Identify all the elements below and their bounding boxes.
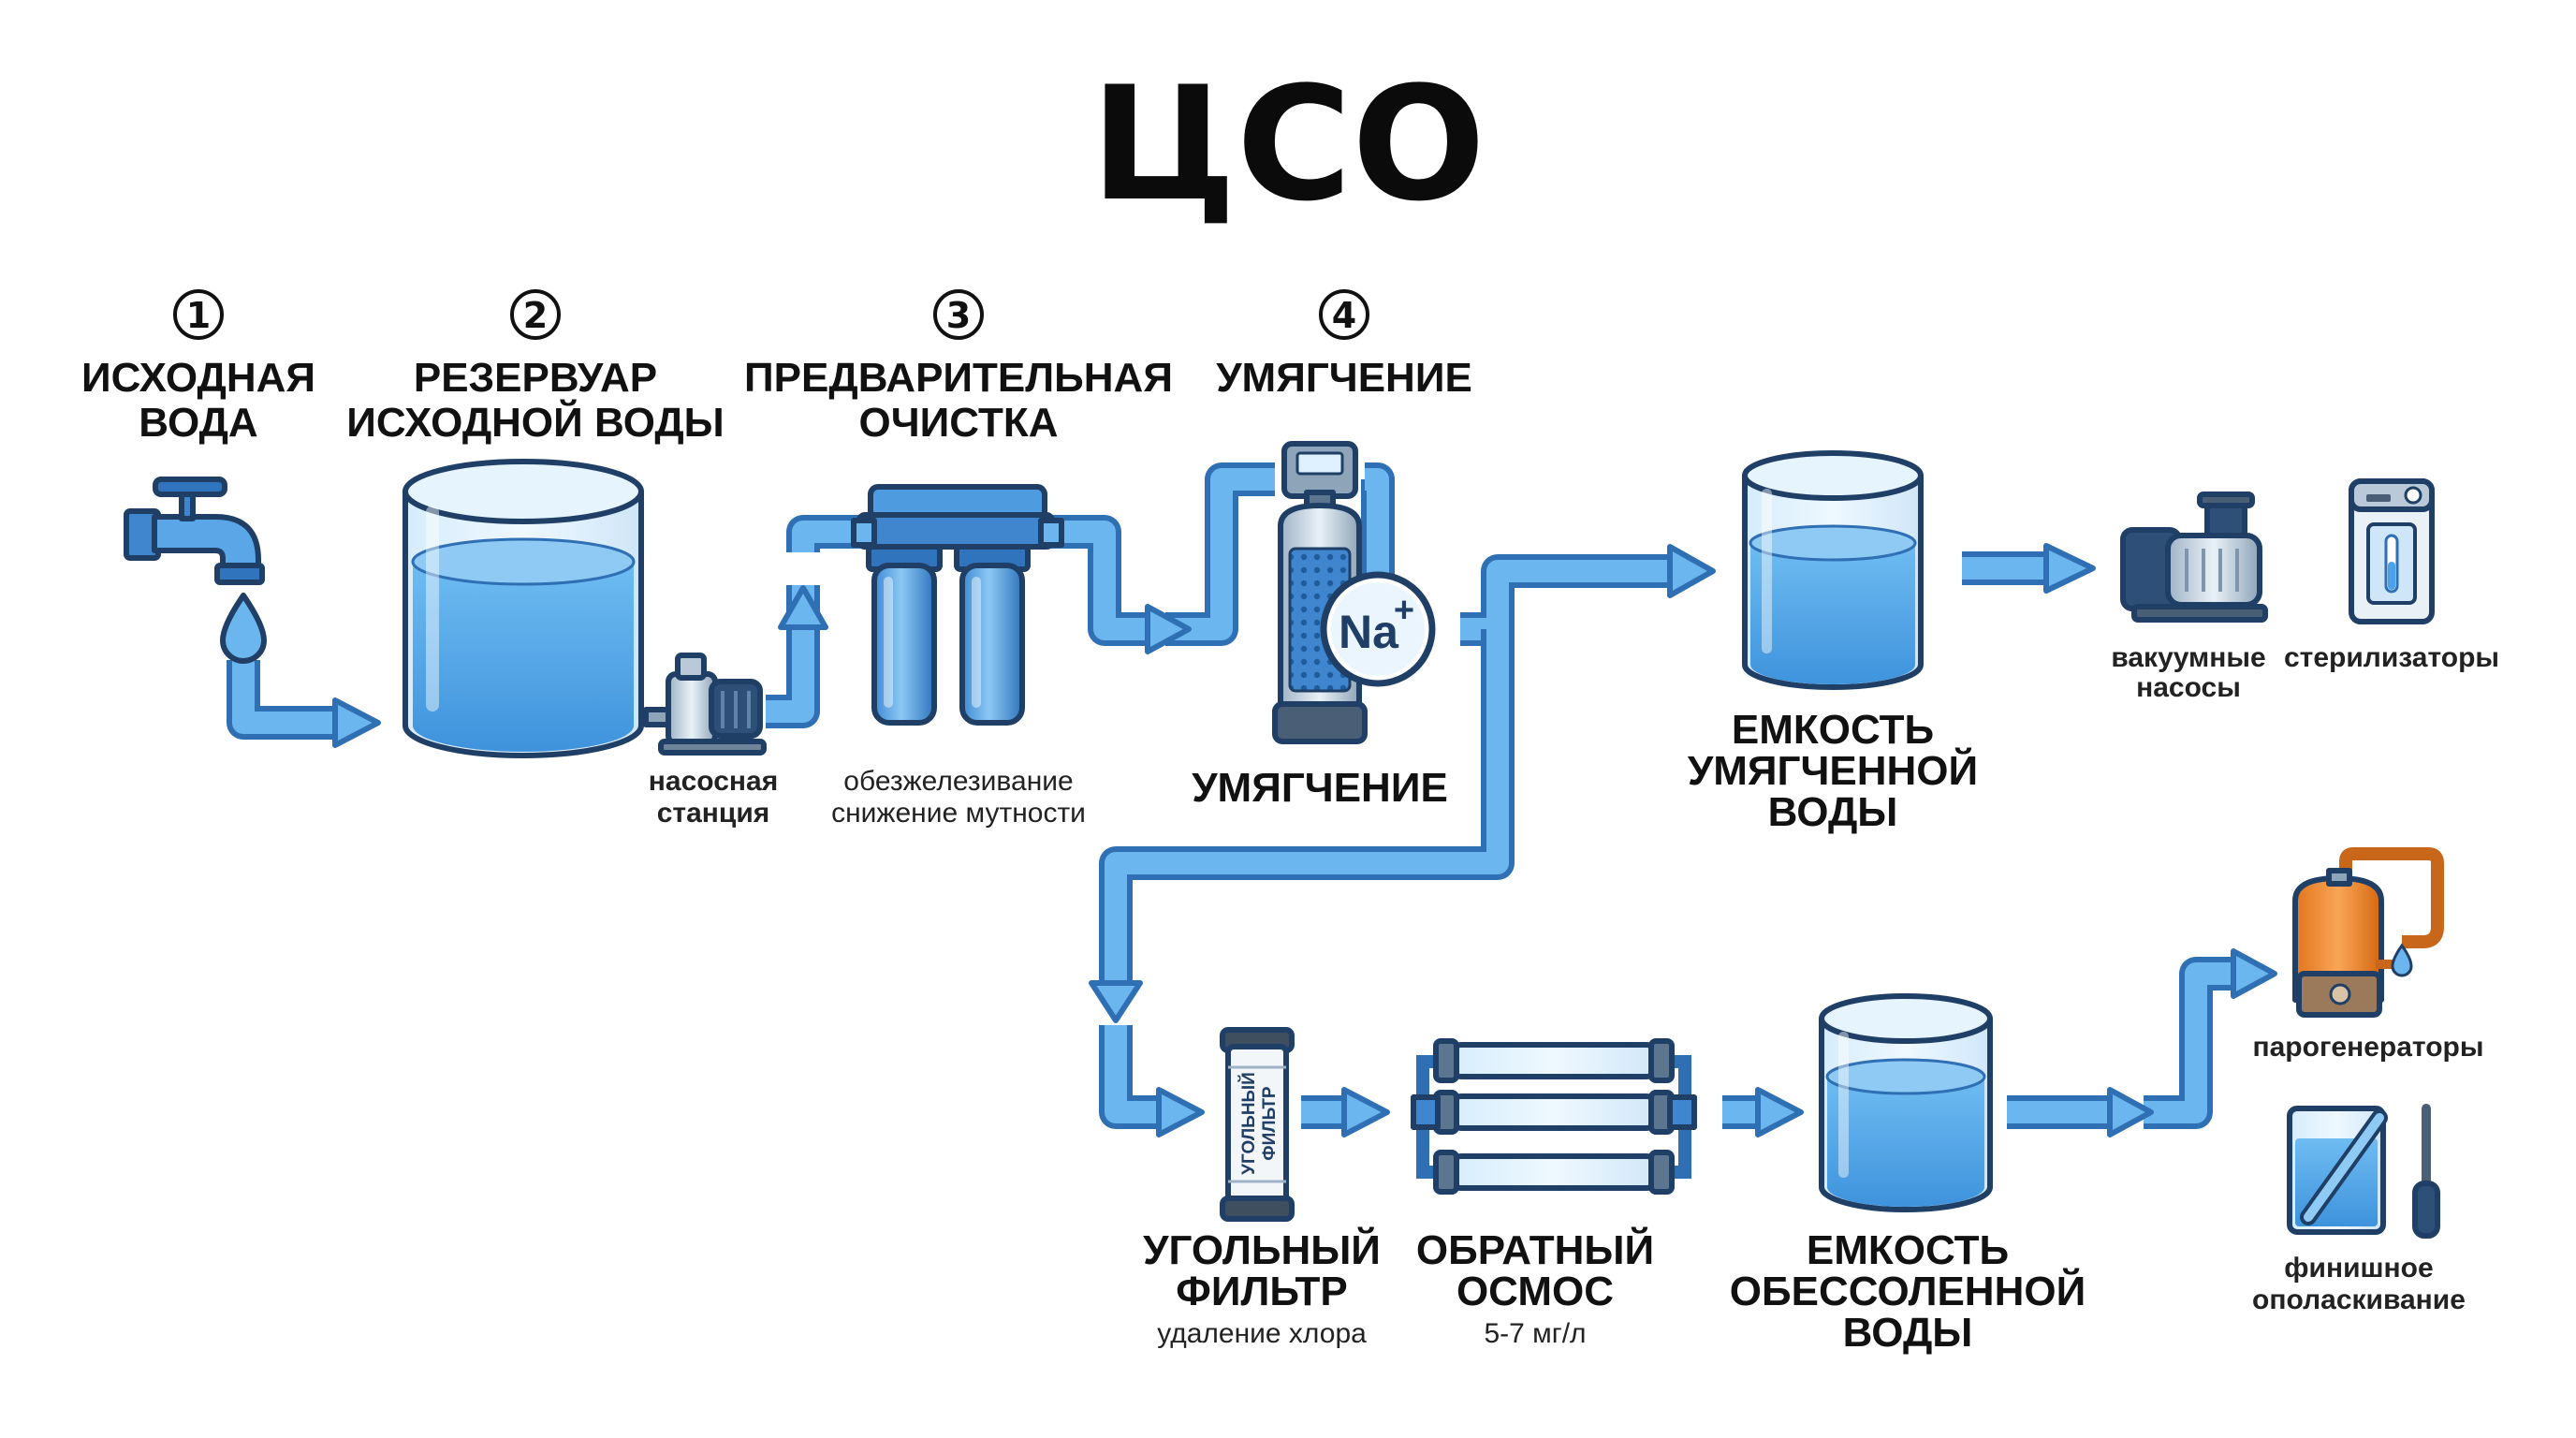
demineralized-water-tank <box>1819 993 1993 1212</box>
page-title: ЦСО <box>1090 52 1486 236</box>
arrow-to-steam-generators <box>2231 948 2277 999</box>
prefilter-desc-line1: обезжелезивание <box>843 766 1073 797</box>
steam-generator-icon <box>2292 847 2444 1018</box>
reverse-osmosis-label-line1: ОБРАТНЫЙ <box>1416 1225 1654 1273</box>
pump-station-label-line1: насосная <box>649 766 778 797</box>
pump-station-label-line2: станция <box>657 798 770 829</box>
final-rinse-icon <box>2287 1104 2440 1239</box>
step-3-title-line1: ПРЕДВАРИТЕЛЬНАЯ <box>744 355 1173 401</box>
vacuum-pumps-label-line2: насосы <box>2136 672 2241 703</box>
arrow-to-vacuum-pumps <box>2043 543 2096 594</box>
demineralized-tank-label-line2: ОБЕССОЛЕННОЙ <box>1730 1267 2086 1314</box>
raw-water-level <box>413 562 634 752</box>
softened-tank-label-line1: ЕМКОСТЬ <box>1732 707 1934 753</box>
arrow-up-to-prefilter <box>778 585 828 630</box>
softened-tank-label-line3: ВОДЫ <box>1768 789 1898 835</box>
prefilter-canister-1 <box>866 544 943 726</box>
carbon-filter-label-line1: УГОЛЬНЫЙ <box>1143 1225 1381 1273</box>
softener-column-icon: Na + <box>1272 441 1436 744</box>
carbon-filter-desc: удаление хлора <box>1157 1318 1367 1349</box>
sodium-ion-icon: Na + <box>1320 571 1436 687</box>
prefilter-housing-icon <box>851 484 1064 726</box>
step-1-header: 1 ИСХОДНАЯ ВОДА <box>81 289 315 446</box>
sodium-ion-symbol: Na <box>1339 606 1399 658</box>
prefilter-desc-line2: снижение мутности <box>831 798 1086 829</box>
sterilizer-icon <box>2349 478 2435 624</box>
arrow-to-tank-1 <box>332 697 381 748</box>
arrow-to-softener <box>1145 604 1192 654</box>
reverse-osmosis-label-line2: ОСМОС <box>1456 1269 1614 1314</box>
arrow-to-carbon-filter <box>1156 1087 1205 1137</box>
flow-arrows <box>332 543 2277 1137</box>
carbon-filter-label-line2: ФИЛЬТР <box>1176 1269 1347 1314</box>
raw-water-tank <box>402 459 644 758</box>
vacuum-pump-icon <box>2120 492 2268 623</box>
arrow-to-softened-tank <box>1667 544 1716 598</box>
step-2-number: 2 <box>523 295 548 336</box>
step-3-header: 3 ПРЕДВАРИТЕЛЬНАЯ ОЧИСТКА <box>744 289 1173 446</box>
softener-label: УМЯГЧЕНИЕ <box>1192 765 1448 811</box>
carbon-cartridge-text-2: ФИЛЬТР <box>1260 1086 1280 1161</box>
step-4-title-line1: УМЯГЧЕНИЕ <box>1216 355 1472 401</box>
step-1-number-circle <box>173 289 224 340</box>
sodium-ion-charge: + <box>1394 591 1414 630</box>
step-3-title-line2: ОЧИСТКА <box>859 400 1059 446</box>
step-1-number: 1 <box>186 295 211 336</box>
demineralized-water-level <box>1827 1077 1984 1207</box>
arrow-down-to-lower-row <box>1089 980 1143 1023</box>
vacuum-pumps-label-line1: вакуумные <box>2111 642 2265 673</box>
steam-generators-label: парогенераторы <box>2252 1032 2483 1063</box>
membrane-vessel-1 <box>1433 1038 1675 1083</box>
pump-station-icon <box>643 653 767 756</box>
step-2-number-circle <box>510 289 561 340</box>
step-4-header: 4 УМЯГЧЕНИЕ <box>1216 289 1472 401</box>
arrow-to-reverse-osmosis <box>1341 1087 1390 1137</box>
reverse-osmosis-unit-icon <box>1411 1038 1697 1195</box>
step-2-title-line2: ИСХОДНОЙ ВОДЫ <box>346 398 724 446</box>
demineralized-tank-label-line3: ВОДЫ <box>1843 1310 1973 1356</box>
reverse-osmosis-desc: 5-7 мг/л <box>1484 1318 1586 1349</box>
step-1-title-line1: ИСХОДНАЯ <box>81 355 315 401</box>
arrow-to-demineralized-tank <box>1755 1087 1804 1137</box>
step-3-number: 3 <box>946 295 971 336</box>
step-4-number-circle <box>1319 289 1369 340</box>
step-3-number-circle <box>933 289 984 340</box>
prefilter-canister-2 <box>954 544 1031 726</box>
carbon-filter-cartridge-icon: УГОЛЬНЫЙ ФИЛЬТР <box>1220 1027 1295 1222</box>
water-drop-icon <box>220 593 267 664</box>
step-2-title-line1: РЕЗЕРВУАР <box>414 355 657 401</box>
step-4-number: 4 <box>1332 295 1356 336</box>
demineralized-tank-label-line1: ЕМКОСТЬ <box>1807 1227 2009 1273</box>
softened-water-tank <box>1742 450 1924 690</box>
faucet-icon <box>124 477 267 664</box>
carbon-cartridge-text-1: УГОЛЬНЫЙ <box>1238 1072 1259 1175</box>
final-rinse-label-line1: финишное <box>2284 1253 2433 1284</box>
step-2-header: 2 РЕЗЕРВУАР ИСХОДНОЙ ВОДЫ <box>346 289 724 446</box>
final-rinse-label-line2: ополаскивание <box>2252 1284 2466 1315</box>
membrane-vessel-3 <box>1433 1150 1675 1195</box>
step-1-title-line2: ВОДА <box>139 400 257 446</box>
softened-tank-label-line2: УМЯГЧЕННОЙ <box>1688 746 1978 794</box>
arrow-to-steam-split <box>2107 1087 2154 1137</box>
softened-water-level <box>1750 543 1915 684</box>
sterilizers-label: стерилизаторы <box>2284 642 2499 673</box>
pipes <box>227 462 2237 1129</box>
membrane-vessel-2 <box>1433 1090 1675 1135</box>
